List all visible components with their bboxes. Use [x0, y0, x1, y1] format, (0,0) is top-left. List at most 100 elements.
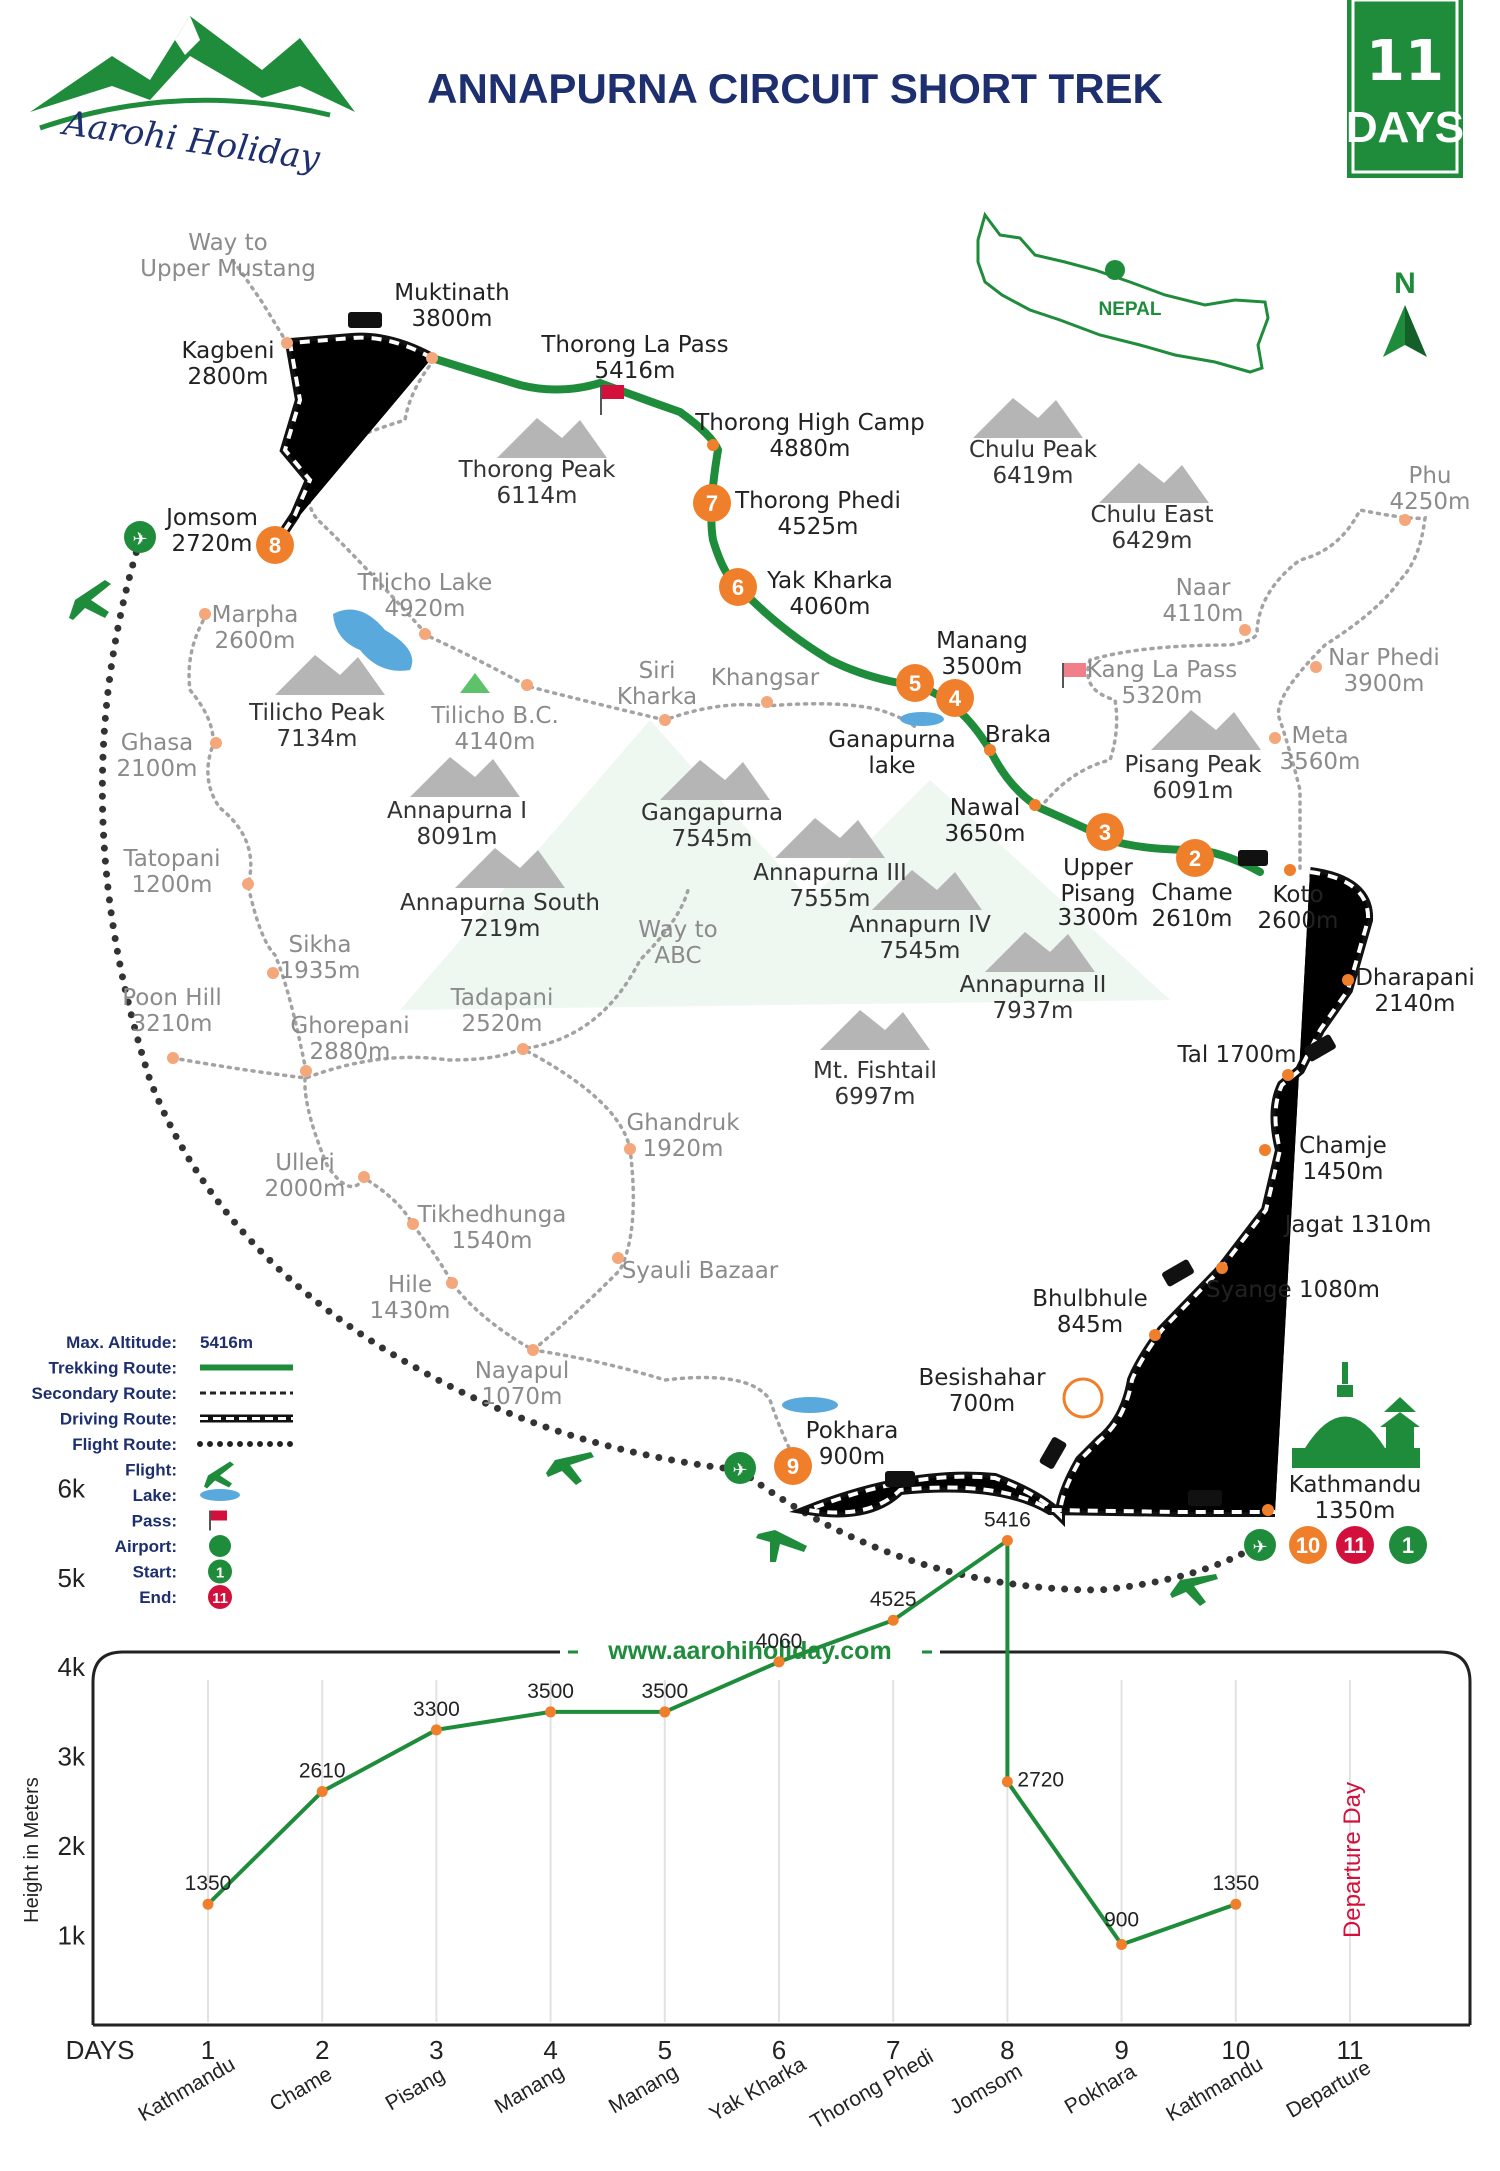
place-18-name: Syange 1080m [1206, 1277, 1380, 1303]
legend-item-7: Pass: [132, 1510, 227, 1531]
legend-label-1: Trekking Route: [49, 1359, 177, 1378]
secondary-place-12-altitude: ABC [654, 943, 701, 969]
place-20-name: Besishahar [918, 1365, 1046, 1391]
secondary-place-8-altitude: 1935m [280, 958, 361, 984]
days-number: 11 [1366, 29, 1444, 94]
peak-6-altitude: 7545m [672, 826, 753, 852]
day-badge-1-label: 3 [1099, 820, 1111, 845]
secondary-place-23-name: Meta [1291, 723, 1348, 749]
day-badge-1: 3 [1086, 813, 1124, 851]
place-15: Tal 1700m [1177, 1042, 1297, 1068]
secondary-place-0-altitude: Upper Mustang [140, 256, 316, 282]
chart-place-3: Manang [491, 2060, 568, 2118]
chart-data-label-10: 1350 [1212, 1872, 1259, 1895]
chart-place-2: Pisang [382, 2063, 449, 2115]
north-label: N [1394, 267, 1416, 300]
peak-11-name: Mt. Fishtail [813, 1058, 937, 1084]
chart-place-1: Chame [266, 2062, 336, 2116]
place-19-altitude: 845m [1057, 1312, 1123, 1338]
peak-9-altitude: 7545m [880, 938, 961, 964]
secondary-place-3-altitude: 4140m [455, 729, 536, 755]
page-title: ANNAPURNA CIRCUIT SHORT TREK [427, 65, 1163, 112]
day-badge-6: 8 [256, 526, 294, 564]
chart-xtick-1: 2 [315, 2035, 329, 2065]
chart-data-label-4: 3500 [641, 1680, 688, 1703]
day-badge-4-label: 6 [732, 575, 744, 600]
place-13-altitude: 2600m [1258, 908, 1339, 934]
chart-data-label-8: 2720 [1017, 1769, 1064, 1792]
airport-icons: ✈ ✈ ✈ [124, 521, 1276, 1561]
place-13-name: Koto [1272, 882, 1323, 908]
legend-pass-icon [211, 1510, 227, 1521]
pokhara-lake [782, 1397, 838, 1413]
place-1-altitude: 5416m [595, 358, 676, 384]
place-17-name: Jagat 1310m [1283, 1212, 1432, 1238]
secondary-place-0-name: Way to [188, 230, 267, 256]
svg-text:✈: ✈ [132, 529, 147, 550]
place-21-name: Pokhara [806, 1418, 899, 1444]
chart-point-3 [545, 1706, 557, 1718]
chart-place-9: Kathmandu [1162, 2053, 1267, 2127]
legend-label-4: Flight Route: [72, 1435, 177, 1454]
legend-item-8: Airport: [115, 1535, 231, 1557]
day-badge-8-label: 3 [1077, 1386, 1089, 1411]
peak-2-name: Chulu East [1090, 502, 1213, 528]
legend-item-10: End:11 [139, 1585, 232, 1609]
place-8-name: Braka [985, 722, 1051, 748]
airplane-icons [69, 580, 1218, 1606]
place-20-altitude: 700m [949, 1391, 1015, 1417]
secondary-place-7-altitude: 1200m [132, 872, 213, 898]
day-badge-3-label: 5 [909, 671, 921, 696]
day-badge-0: 2 [1176, 839, 1214, 877]
days-unit: DAYS [1346, 103, 1464, 152]
peak-10-altitude: 7937m [993, 998, 1074, 1024]
day-badge-2: 4 [936, 679, 974, 717]
day-badge-7-label: 9 [787, 1454, 799, 1479]
place-18: Syange 1080m [1206, 1277, 1380, 1303]
elevation-chart-frame: www.aarohiholiday.com [91, 1637, 1472, 2027]
place-6-altitude: 4060m [790, 594, 871, 620]
website-url: www.aarohiholiday.com [607, 1637, 891, 1665]
peak-4-altitude: 6091m [1153, 778, 1234, 804]
peak-11-altitude: 6997m [835, 1084, 916, 1110]
secondary-place-7-name: Tatopani [122, 846, 220, 872]
secondary-place-8-name: Sikha [289, 932, 352, 958]
chart-annotation-departure-day: Departure Day [1339, 1782, 1366, 1938]
days-badge: 11 DAYS [1346, 0, 1464, 178]
chart-xtick-4: 5 [658, 2035, 672, 2065]
place-12-altitude: 2610m [1152, 906, 1233, 932]
peak-7-name: Annapurna III [753, 860, 907, 886]
chart-data-label-0: 1350 [185, 1872, 232, 1895]
legend-label-6: Lake: [133, 1486, 177, 1505]
chart-point-0 [202, 1898, 214, 1910]
secondary-place-13-name: Ghandruk [626, 1110, 740, 1136]
legend-item-2: Secondary Route: [32, 1384, 293, 1403]
route-stop-dots [167, 337, 1411, 1516]
chart-place-7: Jomsom [946, 2060, 1026, 2120]
legend-label-9: Start: [133, 1563, 177, 1582]
place-10-altitude: Pisang [1060, 881, 1135, 907]
place-4-name: Jomsom [164, 505, 258, 531]
chart-place-6: Thorong Phedi [807, 2045, 938, 2134]
legend-label-10: End: [139, 1588, 177, 1607]
place-5-name: Thorong Phedi [734, 488, 901, 514]
day-badge-9: 10 [1289, 1526, 1327, 1564]
chart-data-label-1: 2610 [299, 1760, 346, 1783]
place-6-name: Yak Kharka [766, 568, 893, 594]
legend-label-7: Pass: [132, 1512, 177, 1531]
